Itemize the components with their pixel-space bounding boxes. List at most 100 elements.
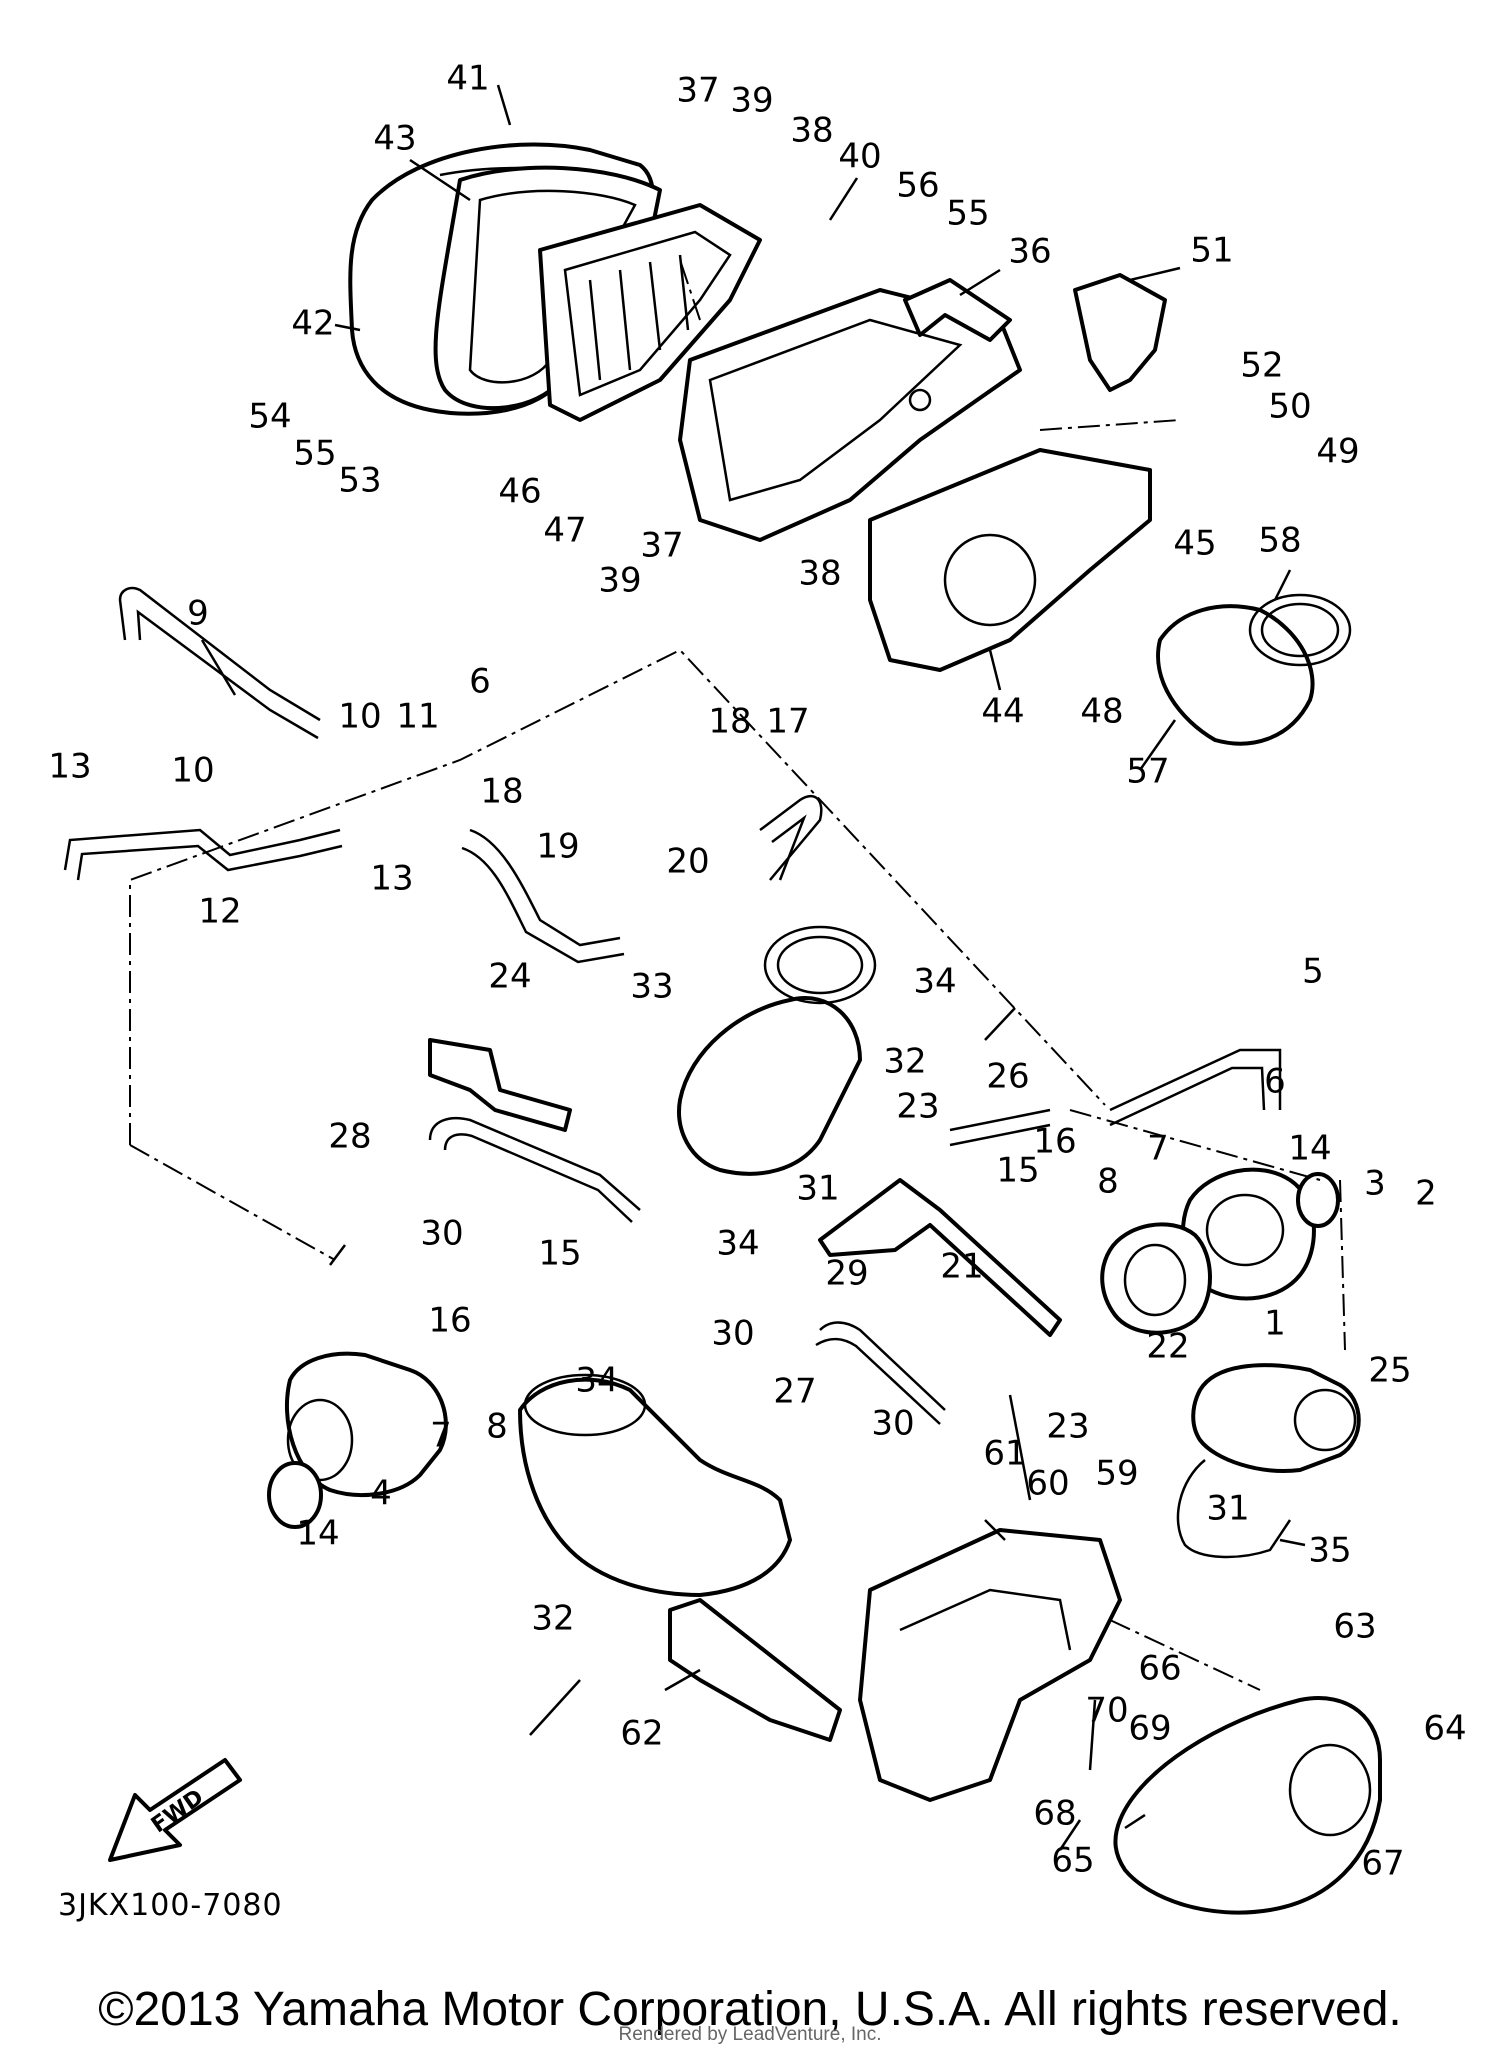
callout-26: 26 bbox=[986, 1057, 1029, 1097]
intake-elbow-57 bbox=[1156, 593, 1352, 746]
callout-15b: 15 bbox=[538, 1234, 581, 1274]
o-ring-14-right bbox=[1296, 1172, 1340, 1228]
callout-10a: 10 bbox=[338, 697, 381, 737]
callout-49: 49 bbox=[1316, 432, 1359, 472]
callout-6: 6 bbox=[469, 662, 491, 702]
callout-20: 20 bbox=[666, 842, 709, 882]
callout-39: 39 bbox=[730, 81, 773, 121]
callout-34b: 34 bbox=[716, 1224, 759, 1264]
callout-14a: 14 bbox=[1288, 1129, 1331, 1169]
callout-52: 52 bbox=[1240, 346, 1283, 386]
callout-31b: 31 bbox=[1206, 1489, 1249, 1529]
joint-24 bbox=[428, 1038, 572, 1132]
callout-56: 56 bbox=[896, 166, 939, 206]
callout-38: 38 bbox=[790, 111, 833, 151]
callout-45: 45 bbox=[1173, 524, 1216, 564]
callout-5: 5 bbox=[1302, 952, 1324, 992]
callout-7a: 7 bbox=[1147, 1129, 1169, 1169]
callout-18a: 18 bbox=[708, 702, 751, 742]
callout-63: 63 bbox=[1333, 1607, 1376, 1647]
side-panel-44 bbox=[868, 448, 1152, 672]
callout-58: 58 bbox=[1258, 521, 1301, 561]
assembly-reference-lines bbox=[129, 259, 1346, 1691]
callout-9: 9 bbox=[187, 594, 209, 634]
callout-51: 51 bbox=[1190, 231, 1233, 271]
callout-3: 3 bbox=[1364, 1164, 1386, 1204]
callout-41: 41 bbox=[446, 59, 489, 99]
carburetor-7 bbox=[1100, 1222, 1212, 1335]
callout-17: 17 bbox=[766, 702, 809, 742]
callout-19: 19 bbox=[536, 827, 579, 867]
copyright-notice: ©2013 Yamaha Motor Corporation, U.S.A. A… bbox=[98, 1983, 1402, 2036]
leader-lines bbox=[200, 84, 1306, 1851]
hose-12 bbox=[63, 828, 343, 881]
wire-35 bbox=[1176, 1459, 1292, 1559]
air-filter-element bbox=[538, 203, 762, 422]
callout-62: 62 bbox=[620, 1714, 663, 1754]
part-callouts: 41 37 39 38 43 40 56 55 36 51 42 52 50 4… bbox=[48, 59, 1466, 1884]
side-cover-65 bbox=[1113, 1696, 1382, 1915]
callout-21: 21 bbox=[940, 1247, 983, 1287]
hose-27 bbox=[815, 1321, 946, 1425]
callout-23a: 23 bbox=[896, 1087, 939, 1127]
callout-11: 11 bbox=[396, 697, 439, 737]
callout-15a: 15 bbox=[996, 1151, 1039, 1191]
callout-39b: 39 bbox=[598, 561, 641, 601]
callout-23b: 23 bbox=[1046, 1407, 1089, 1447]
o-ring-14-left bbox=[267, 1461, 323, 1529]
callout-38b: 38 bbox=[798, 554, 841, 594]
callout-27: 27 bbox=[773, 1372, 816, 1412]
callout-25: 25 bbox=[1368, 1351, 1411, 1391]
hose-9 bbox=[118, 586, 321, 740]
callout-22: 22 bbox=[1146, 1327, 1189, 1367]
callout-61: 61 bbox=[983, 1434, 1026, 1474]
callout-53: 53 bbox=[338, 461, 381, 501]
callout-64: 64 bbox=[1423, 1709, 1466, 1749]
hose-26 bbox=[949, 1108, 1051, 1147]
callout-14b: 14 bbox=[296, 1514, 339, 1554]
callout-18b: 18 bbox=[480, 772, 523, 812]
hose-19 bbox=[461, 828, 625, 964]
callout-54: 54 bbox=[248, 397, 291, 437]
callout-30c: 30 bbox=[871, 1404, 914, 1444]
hose-5 bbox=[1109, 1048, 1282, 1127]
callout-24: 24 bbox=[488, 957, 531, 997]
callout-47: 47 bbox=[543, 511, 586, 551]
callout-28: 28 bbox=[328, 1117, 371, 1157]
callout-8b: 8 bbox=[486, 1407, 508, 1447]
callout-34a: 34 bbox=[913, 962, 956, 1002]
callout-50: 50 bbox=[1268, 387, 1311, 427]
callout-59: 59 bbox=[1095, 1454, 1138, 1494]
hose-28 bbox=[428, 1116, 641, 1223]
callout-1: 1 bbox=[1264, 1304, 1286, 1344]
carburetor-25 bbox=[1191, 1363, 1361, 1473]
bracket-59 bbox=[858, 1528, 1122, 1802]
callout-69: 69 bbox=[1128, 1709, 1171, 1749]
callout-42: 42 bbox=[291, 304, 334, 344]
callout-57: 57 bbox=[1126, 752, 1169, 792]
callout-4: 4 bbox=[370, 1474, 392, 1514]
render-watermark: Rendered by LeadVenture, Inc. bbox=[618, 2024, 882, 2045]
callout-65: 65 bbox=[1051, 1841, 1094, 1881]
callout-40: 40 bbox=[838, 137, 881, 177]
callout-13a: 13 bbox=[48, 747, 91, 787]
callout-7b: 7 bbox=[430, 1416, 452, 1456]
callout-10b: 10 bbox=[171, 751, 214, 791]
callout-37: 37 bbox=[676, 71, 719, 111]
forward-arrow-icon: FWD bbox=[108, 1758, 242, 1862]
callout-46: 46 bbox=[498, 472, 541, 512]
callout-37b: 37 bbox=[640, 526, 683, 566]
callout-36: 36 bbox=[1008, 232, 1051, 272]
joint-21 bbox=[818, 1178, 1062, 1337]
hose-17 bbox=[759, 794, 823, 881]
callout-16a: 16 bbox=[1033, 1122, 1076, 1162]
callout-67: 67 bbox=[1361, 1844, 1404, 1884]
bracket-36 bbox=[903, 278, 1012, 342]
callout-2: 2 bbox=[1415, 1174, 1437, 1214]
callout-48: 48 bbox=[1080, 692, 1123, 732]
callout-66: 66 bbox=[1138, 1649, 1181, 1689]
cover-51 bbox=[1073, 273, 1167, 392]
callout-68: 68 bbox=[1033, 1794, 1076, 1834]
callout-29: 29 bbox=[825, 1254, 868, 1294]
callout-8a: 8 bbox=[1097, 1162, 1119, 1202]
